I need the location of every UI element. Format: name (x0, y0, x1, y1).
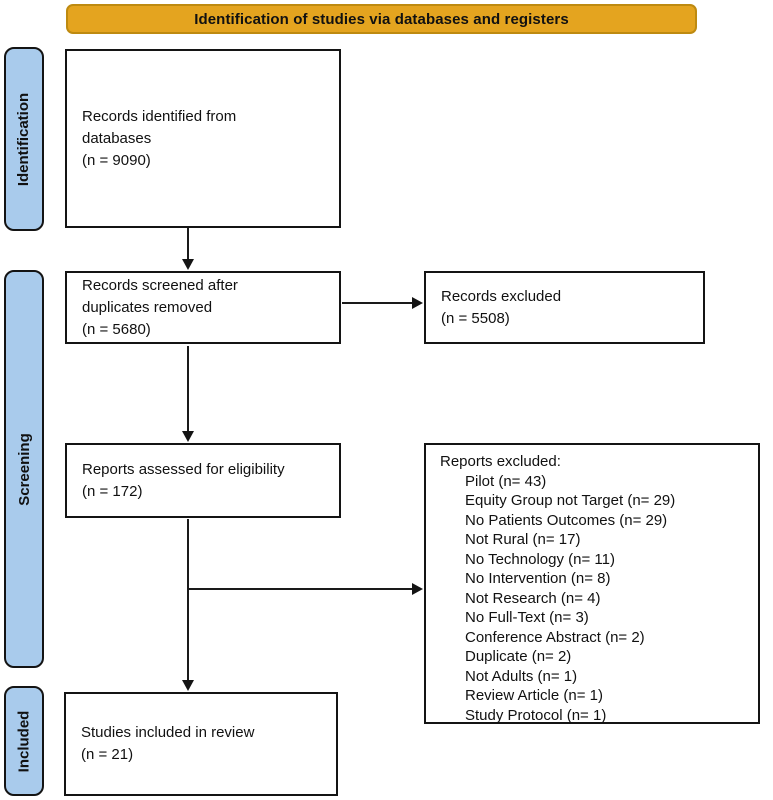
exclusion-reason: Not Research (n= 4) (465, 589, 601, 607)
box-records-excluded-line: (n = 5508) (441, 309, 510, 327)
exclusion-reason: No Intervention (n= 8) (465, 570, 611, 587)
arrow-assessed-to-included-line (187, 519, 189, 681)
box-records-excluded: Records excluded (n = 5508) (424, 271, 705, 344)
exclusion-reason: Pilot (n= 43) (465, 472, 547, 490)
box-records-screened: Records screened after duplicates remove… (65, 271, 341, 344)
exclusion-reason: Not Rural (n= 17) (465, 531, 581, 548)
box-reports-assessed: Reports assessed for eligibility (n = 17… (65, 443, 341, 518)
box-studies-included: Studies included in review (n = 21) (64, 692, 338, 796)
arrow-down-icon (182, 431, 194, 442)
arrow-down-icon (182, 680, 194, 691)
exclusion-reason: Not Adults (n= 1) (465, 667, 578, 685)
box-studies-included-line: Studies included in review (81, 724, 255, 741)
exclusion-reason: No Technology (n= 11) (465, 550, 615, 568)
top-banner: Identification of studies via databases … (66, 4, 697, 34)
box-records-screened-line: duplicates removed (82, 298, 213, 316)
exclusion-reason: No Patients Outcomes (n= 29) (465, 511, 668, 529)
stage-screening-label: Screening (15, 432, 33, 506)
exclusion-reason: Equity Group not Target (n= 29) (465, 492, 676, 509)
arrow-right-icon (412, 297, 423, 309)
stage-included: Included (4, 686, 44, 796)
box-reports-assessed-line: (n = 172) (82, 482, 143, 500)
arrow-assessed-to-reports-excluded-line (188, 588, 413, 590)
exclusion-reason: Duplicate (n= 2) (465, 648, 572, 665)
box-records-identified-line: (n = 9090) (82, 151, 151, 169)
arrow-screened-to-assessed-line (187, 346, 189, 432)
box-records-identified-line: databases (82, 129, 152, 147)
box-reports-excluded: Reports excluded: Pilot (n= 43) Equity G… (424, 443, 760, 724)
exclusion-reason: No Full-Text (n= 3) (465, 609, 589, 626)
stage-identification-label: Identification (15, 92, 33, 186)
box-reports-excluded-title: Reports excluded: (440, 453, 561, 470)
stage-included-label: Included (15, 710, 33, 772)
banner-label: Identification of studies via databases … (194, 10, 569, 28)
box-records-excluded-line: Records excluded (441, 287, 562, 305)
exclusion-reason: Conference Abstract (n= 2) (465, 628, 645, 646)
exclusion-reason: Study Protocol (n= 1) (465, 706, 607, 724)
stage-screening: Screening (4, 270, 44, 668)
arrow-down-icon (182, 259, 194, 270)
arrow-screened-to-excluded-line (342, 302, 413, 304)
box-records-screened-line: Records screened after (82, 276, 238, 294)
box-reports-assessed-line: Reports assessed for eligibility (82, 460, 285, 478)
box-records-identified: Records identified from databases (n = 9… (65, 49, 341, 228)
exclusion-reason: Review Article (n= 1) (465, 687, 603, 704)
arrow-identified-to-screened-line (187, 228, 189, 260)
box-studies-included-line: (n = 21) (81, 746, 134, 763)
box-records-identified-line: Records identified from (82, 107, 237, 125)
stage-identification: Identification (4, 47, 44, 231)
arrow-right-icon (412, 583, 423, 595)
box-records-screened-line: (n = 5680) (82, 320, 151, 338)
